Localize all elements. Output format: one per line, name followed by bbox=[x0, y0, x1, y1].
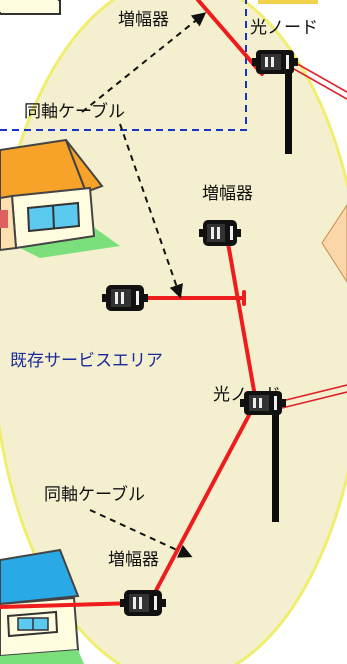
utility-pole-icon-top bbox=[285, 64, 292, 154]
optical-node-icon-top bbox=[252, 50, 298, 74]
arrow-icon-amp-top bbox=[81, 12, 207, 113]
label-coaxial-cable-top: 同軸ケーブル bbox=[24, 102, 125, 122]
label-optical-node-mid: 光ノード bbox=[213, 385, 281, 405]
adjacent-area-shape bbox=[321, 204, 347, 283]
dashed-region-box bbox=[0, 0, 247, 131]
utility-pole-icon-mid bbox=[272, 404, 279, 522]
arrow-icon-coax-top bbox=[119, 123, 183, 299]
amplifier-icon-left bbox=[102, 285, 148, 311]
house-icon-left bbox=[0, 138, 120, 258]
amplifier-icon-mid bbox=[199, 220, 241, 246]
fiber-line-mid bbox=[281, 384, 347, 409]
label-service-area: 既存サービスエリア bbox=[10, 351, 163, 371]
arrow-icon-coax-bottom bbox=[89, 509, 193, 558]
optical-node-icon-mid bbox=[240, 391, 286, 415]
label-amplifier-bottom: 増幅器 bbox=[108, 550, 159, 570]
label-optical-node-top: 光ノード bbox=[250, 18, 318, 38]
fiber-line-top bbox=[293, 61, 347, 100]
coaxial-cable-lines bbox=[0, 0, 264, 609]
label-coaxial-cable-bottom: 同軸ケーブル bbox=[44, 485, 145, 505]
house-icon-top bbox=[0, 0, 61, 15]
house-icon-bottom bbox=[0, 548, 84, 664]
label-amplifier-mid: 増幅器 bbox=[202, 184, 253, 204]
label-amplifier-top: 増幅器 bbox=[118, 10, 169, 30]
top-strip bbox=[258, 0, 318, 4]
callout-arrows bbox=[81, 12, 207, 558]
amplifier-icon-bottom bbox=[120, 590, 166, 616]
